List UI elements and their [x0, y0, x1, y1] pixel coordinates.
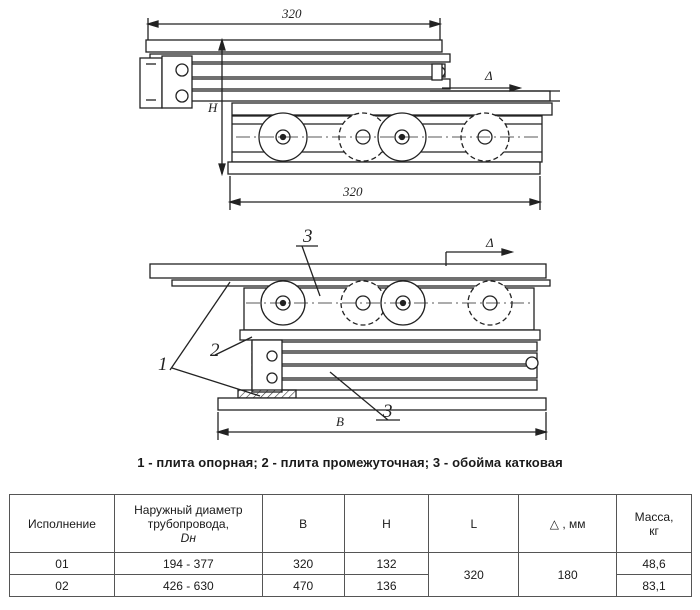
height-dimension: H [207, 37, 226, 177]
legend: 1 - плита опорная; 2 - плита промежуточн… [137, 455, 563, 470]
header-diameter-line3: Dн [180, 530, 196, 545]
header-delta: △ , мм [518, 494, 618, 553]
base-plate-bottom [217, 397, 547, 411]
cell-mass: 48,6 [616, 552, 692, 575]
header-diameter-line2: трубопровода, [147, 516, 229, 531]
callout-3-top-label: 3 [302, 226, 313, 247]
callout-1-label: 1 [158, 354, 168, 375]
top-length-value: 320 [342, 184, 363, 199]
cell-l-shared: 320 [428, 552, 520, 597]
header-diameter-line1: Наружный диаметр [134, 502, 243, 517]
top-width-value: 320 [281, 6, 302, 21]
table-row: 02 426 - 630 470 136 83,1 [9, 574, 692, 597]
bottom-view: Δ B 1 2 3 3 [149, 226, 551, 440]
header-variant: Исполнение [9, 494, 115, 553]
header-h: Н [343, 494, 430, 553]
table-row: 01 194 - 377 320 132 320 180 48,6 [9, 552, 692, 597]
delta-bottom-label: Δ [485, 235, 494, 250]
base-plate-top [227, 161, 541, 175]
cell-diameter: 194 - 377 [113, 552, 263, 575]
rollers-top [258, 112, 510, 162]
delta-top-label: Δ [484, 68, 493, 83]
cell-h: 136 [343, 574, 430, 597]
top-length-dimension: 320 [227, 176, 543, 210]
top-width-dimension: 320 [145, 6, 443, 40]
header-diameter: Наружный диаметр трубопровода, Dн [113, 494, 263, 553]
callout-3-top: 3 [296, 226, 321, 297]
cell-delta-shared: 180 [518, 552, 618, 597]
callout-3-bottom-label: 3 [382, 401, 393, 422]
support-plate-upper [149, 263, 547, 279]
cell-variant: 01 [9, 552, 115, 575]
header-b: В [261, 494, 345, 553]
intermediate-plate [239, 329, 541, 341]
callout-3-bottom: 3 [329, 371, 400, 422]
callout-2-label: 2 [210, 340, 220, 361]
table-header-row: Исполнение Наружный диаметр трубопровода… [9, 494, 692, 553]
callout-1: 1 [158, 281, 261, 397]
callout-2: 2 [210, 336, 253, 361]
top-plate [145, 39, 443, 53]
header-l: L [428, 494, 520, 553]
spec-table: Исполнение Наружный диаметр трубопровода… [9, 494, 692, 597]
top-view: 320 [139, 6, 560, 210]
cell-b: 320 [261, 552, 345, 575]
cell-mass: 83,1 [616, 574, 692, 597]
header-mass-line2: кг [649, 523, 659, 538]
width-b-label: B [336, 414, 344, 429]
cell-diameter: 426 - 630 [113, 574, 263, 597]
cell-variant: 02 [9, 574, 115, 597]
cell-h: 132 [343, 552, 430, 575]
header-mass: Масса, кг [616, 494, 692, 553]
header-mass-line1: Масса, [634, 509, 674, 524]
cell-b: 470 [261, 574, 345, 597]
delta-bottom: Δ [445, 235, 515, 266]
height-label: H [207, 100, 218, 115]
delta-top: Δ [442, 68, 523, 92]
width-b-dimension: B [215, 412, 549, 440]
support-drawing: 320 [139, 6, 560, 440]
